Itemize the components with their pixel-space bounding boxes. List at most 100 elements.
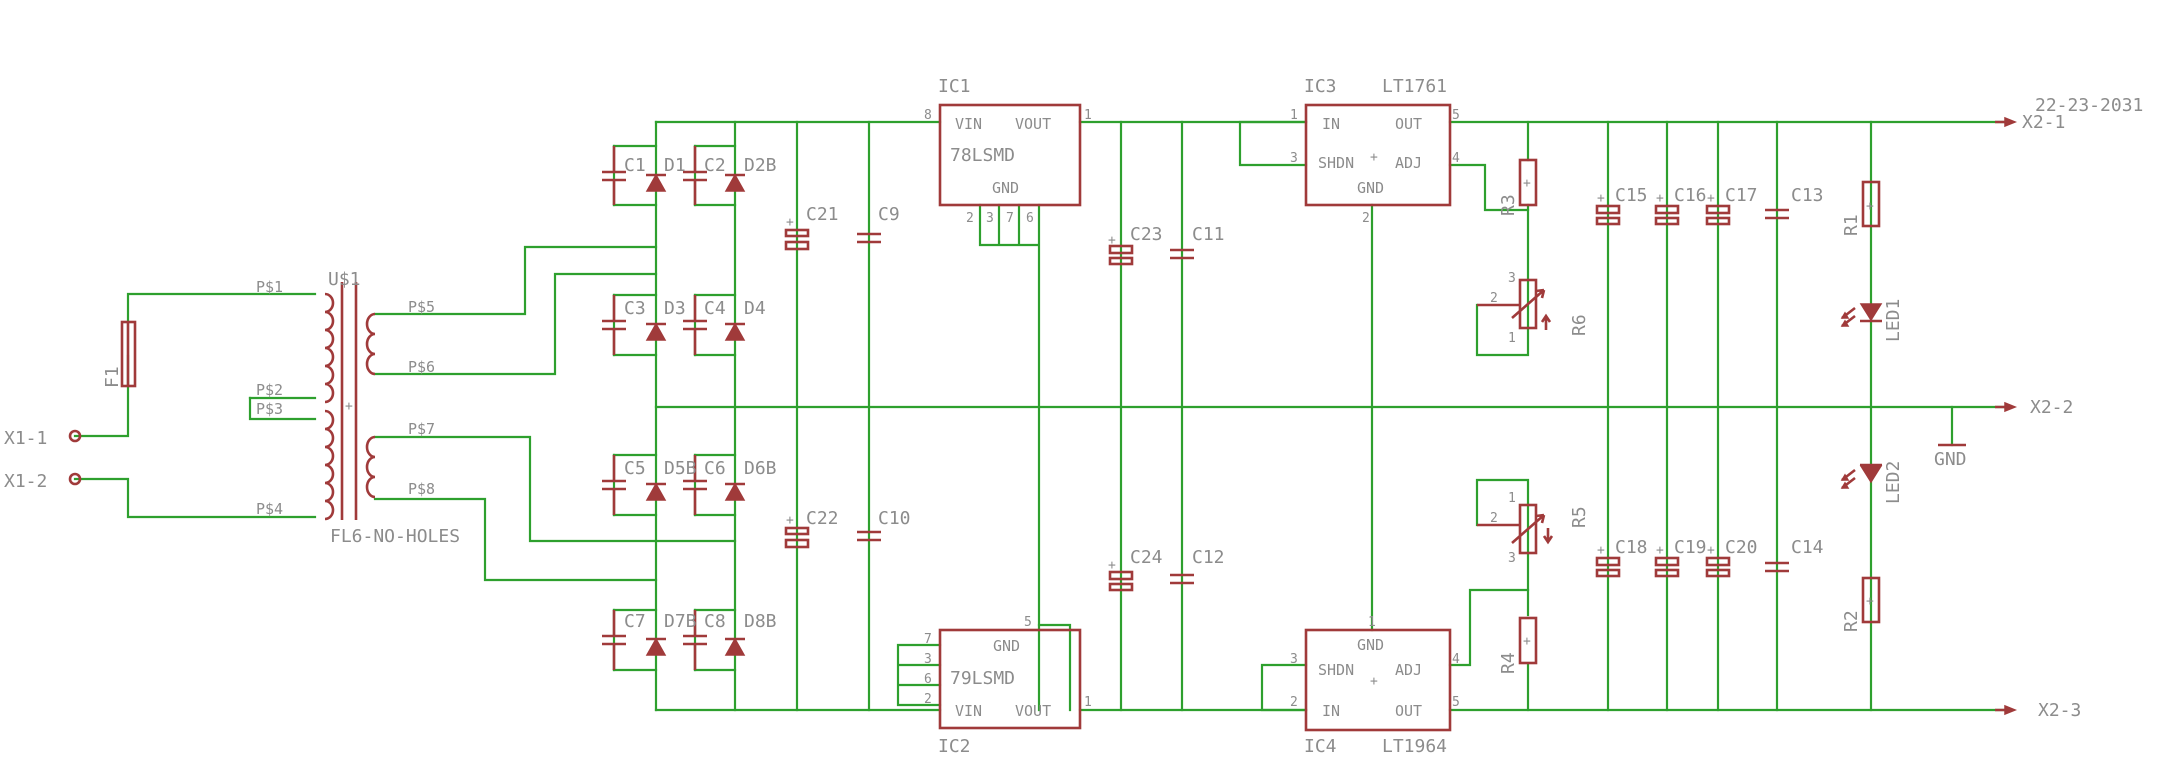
filter-caps: + C21 C9 + C22 C10 + C23 C11 + C24 <box>784 185 1824 592</box>
pin-label: P$3 <box>256 400 283 418</box>
resistor-label: R2 <box>1841 610 1862 632</box>
svg-text:+: + <box>1866 199 1874 214</box>
cap-label: C7 <box>624 611 646 632</box>
capacitor-c11: C11 <box>1170 224 1225 260</box>
ic2-regulator: IC2 GND 79LSMD VIN VOUT 7 3 6 2 5 1 <box>924 615 1092 757</box>
diode-label: D6B <box>744 458 777 479</box>
pin-number: 3 <box>924 652 932 667</box>
resistor-icon <box>1861 576 1881 624</box>
ic1-pin-vout: VOUT <box>1015 115 1051 133</box>
pin-number: 3 <box>1290 151 1298 166</box>
svg-text:+: + <box>1597 191 1605 206</box>
ic3-pin-in: IN <box>1322 115 1340 133</box>
pot-pin: 3 <box>1508 271 1516 286</box>
bridge-row-1: C1 D1 C2 D2B <box>602 146 777 205</box>
pin-label: P$1 <box>256 278 283 296</box>
led-label: LED2 <box>1883 461 1904 504</box>
capacitor-c12: C12 <box>1170 547 1225 585</box>
pin-number: 1 <box>1084 108 1092 123</box>
cap-label: C6 <box>704 458 726 479</box>
cap-label: C4 <box>704 298 726 319</box>
svg-text:+: + <box>1597 543 1605 558</box>
ic1-body <box>938 103 1082 207</box>
pin-number: 2 <box>1362 211 1370 226</box>
diode-icon <box>724 482 746 501</box>
capacitor-c15: + C15 <box>1595 185 1648 226</box>
pin-number: 1 <box>1368 615 1376 630</box>
ic1-model: 78LSMD <box>950 145 1015 166</box>
cap-label: C3 <box>624 298 646 319</box>
port-x2-2-label: X2-2 <box>2030 397 2073 418</box>
ic3-pin-shdn: SHDN <box>1318 154 1354 172</box>
pin-number: 5 <box>1452 695 1460 710</box>
ground-label: GND <box>1934 449 1967 470</box>
cap-label: C20 <box>1725 537 1758 558</box>
ic4-pin-in: IN <box>1322 702 1340 720</box>
secondary-winding-icon <box>365 312 376 376</box>
pot-label: R6 <box>1569 314 1590 336</box>
capacitor-c9: C9 <box>857 204 900 244</box>
led1: LED1 <box>1840 299 1904 342</box>
svg-text:+: + <box>1707 191 1715 206</box>
ic4-pin-gnd: GND <box>1357 636 1384 654</box>
port-x2-1-label: X2-1 <box>2022 112 2065 133</box>
pin-number: 6 <box>924 672 932 687</box>
ic4-body <box>1304 628 1452 732</box>
svg-text:+: + <box>786 513 794 528</box>
bridge-row-3: C5 D5B C6 D6B <box>602 455 777 515</box>
capacitor-c13: C13 <box>1765 185 1824 220</box>
transformer-ref: U$1 <box>328 269 361 290</box>
pot-pin: 1 <box>1508 491 1516 506</box>
ic2-pin-gnd: GND <box>993 637 1020 655</box>
diode-label: D5B <box>664 458 697 479</box>
pin-number: 3 <box>986 211 994 226</box>
svg-text:+: + <box>1656 543 1664 558</box>
port-x1-1-label: X1-1 <box>4 428 47 449</box>
ic4-regulator: IC4 LT1964 GND SHDN ADJ + IN OUT 1 3 4 2… <box>1290 615 1460 757</box>
cap-label: C22 <box>806 508 839 529</box>
diode-icon <box>645 637 667 656</box>
arrow-down-icon <box>1542 528 1554 545</box>
resistor-r2: + R2 <box>1841 576 1881 632</box>
cap-label: C24 <box>1130 547 1163 568</box>
ic3-pin-out: OUT <box>1395 115 1422 133</box>
capacitor-c14: C14 <box>1765 537 1824 573</box>
pin-label: P$2 <box>256 381 283 399</box>
resistor-icon <box>1518 616 1538 665</box>
diode-label: D8B <box>744 611 777 632</box>
pot-pin: 2 <box>1490 511 1498 526</box>
led-label: LED1 <box>1883 299 1904 342</box>
wires <box>73 120 2007 712</box>
led-icon <box>1859 303 1883 322</box>
cap-label: C11 <box>1192 224 1225 245</box>
cap-label: C1 <box>624 155 646 176</box>
arrow-up-icon <box>1540 313 1552 330</box>
pin-number: 7 <box>1006 211 1014 226</box>
diode-label: D2B <box>744 155 777 176</box>
svg-text:+: + <box>786 215 794 230</box>
capacitor-c21: + C21 <box>784 204 839 251</box>
ic2-body <box>938 628 1082 730</box>
pot-label: R5 <box>1569 506 1590 528</box>
cap-label: C13 <box>1791 185 1824 206</box>
pin-number: 7 <box>924 632 932 647</box>
capacitor-c17: + C17 <box>1705 185 1758 226</box>
capacitor-c20: + C20 <box>1705 537 1758 578</box>
ic1-pin-gnd: GND <box>992 179 1019 197</box>
adjust-arrow-icon <box>1511 288 1546 319</box>
pin-number: 4 <box>1452 151 1460 166</box>
potentiometer-icon <box>1518 503 1538 555</box>
ic2-pin-vin: VIN <box>955 702 982 720</box>
cap-label: C17 <box>1725 185 1758 206</box>
capacitor-c23: + C23 <box>1108 224 1163 266</box>
input-terminals: X1-1 X1-2 <box>4 428 82 492</box>
resistor-icon <box>1861 180 1881 228</box>
ic3-pin-adj: ADJ <box>1395 154 1422 172</box>
cap-label: C19 <box>1674 537 1707 558</box>
ic4-pin-shdn: SHDN <box>1318 661 1354 679</box>
potentiometer-r6: 3 2 1 R6 <box>1477 271 1590 346</box>
port-x1-2-label: X1-2 <box>4 471 47 492</box>
potentiometer-r5: 1 2 3 R5 <box>1477 491 1590 566</box>
capacitor-c19: + C19 <box>1654 537 1707 578</box>
